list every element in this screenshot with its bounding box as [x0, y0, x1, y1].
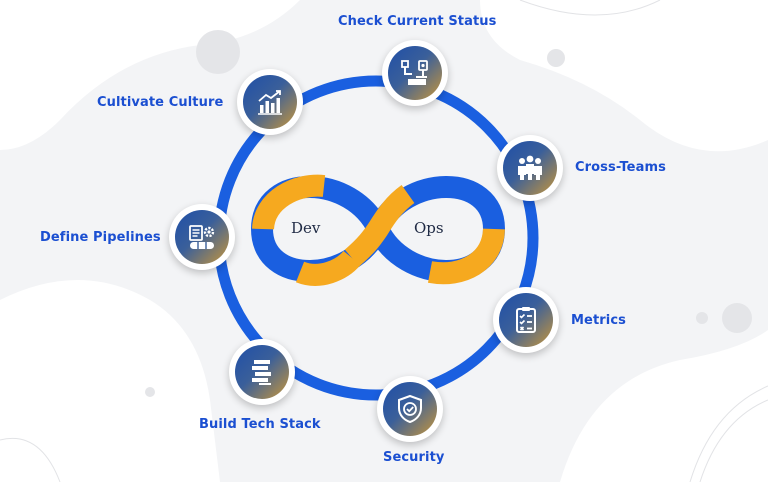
step-cross-teams-label: Cross-Teams	[575, 160, 666, 175]
infinity-symbol-icon	[251, 174, 505, 286]
stack-layers-icon	[252, 360, 271, 385]
step-define-pipelines-node[interactable]	[169, 204, 235, 270]
shield-check-icon	[398, 394, 422, 424]
robot-arm-icon	[401, 60, 428, 85]
step-check-current-status-node[interactable]	[382, 40, 448, 106]
step-build-tech-stack-node[interactable]	[229, 339, 295, 405]
team-icon	[518, 155, 542, 180]
ops-text: Ops	[414, 219, 444, 237]
step-cross-teams-node[interactable]	[497, 135, 563, 201]
step-define-pipelines-label: Define Pipelines	[40, 230, 161, 245]
growth-chart-icon	[258, 90, 282, 115]
step-metrics-node[interactable]	[493, 287, 559, 353]
step-metrics-label: Metrics	[571, 313, 626, 328]
step-cultivate-culture-node[interactable]	[237, 69, 303, 135]
step-security-label: Security	[383, 450, 445, 465]
step-check-current-status-label: Check Current Status	[338, 14, 497, 29]
step-security-node[interactable]	[377, 376, 443, 442]
step-cultivate-culture-label: Cultivate Culture	[97, 95, 224, 110]
pipeline-gear-icon	[189, 225, 215, 249]
dev-text: Dev	[291, 219, 321, 237]
clipboard-checklist-icon	[516, 307, 536, 333]
step-build-tech-stack-label: Build Tech Stack	[199, 417, 321, 432]
